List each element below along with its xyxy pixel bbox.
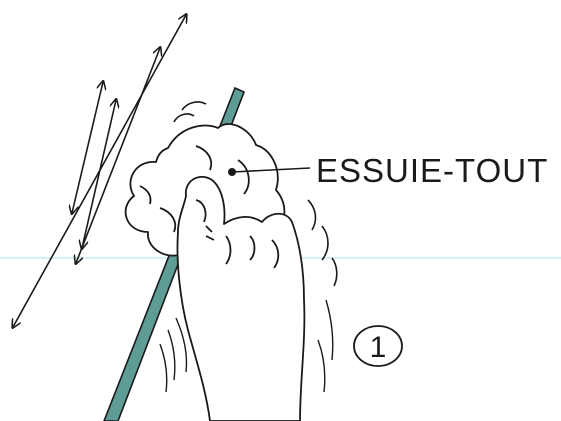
step-badge: 1 — [354, 326, 402, 366]
step-number: 1 — [370, 331, 387, 364]
towel-label: ESSUIE-TOUT — [316, 152, 548, 189]
